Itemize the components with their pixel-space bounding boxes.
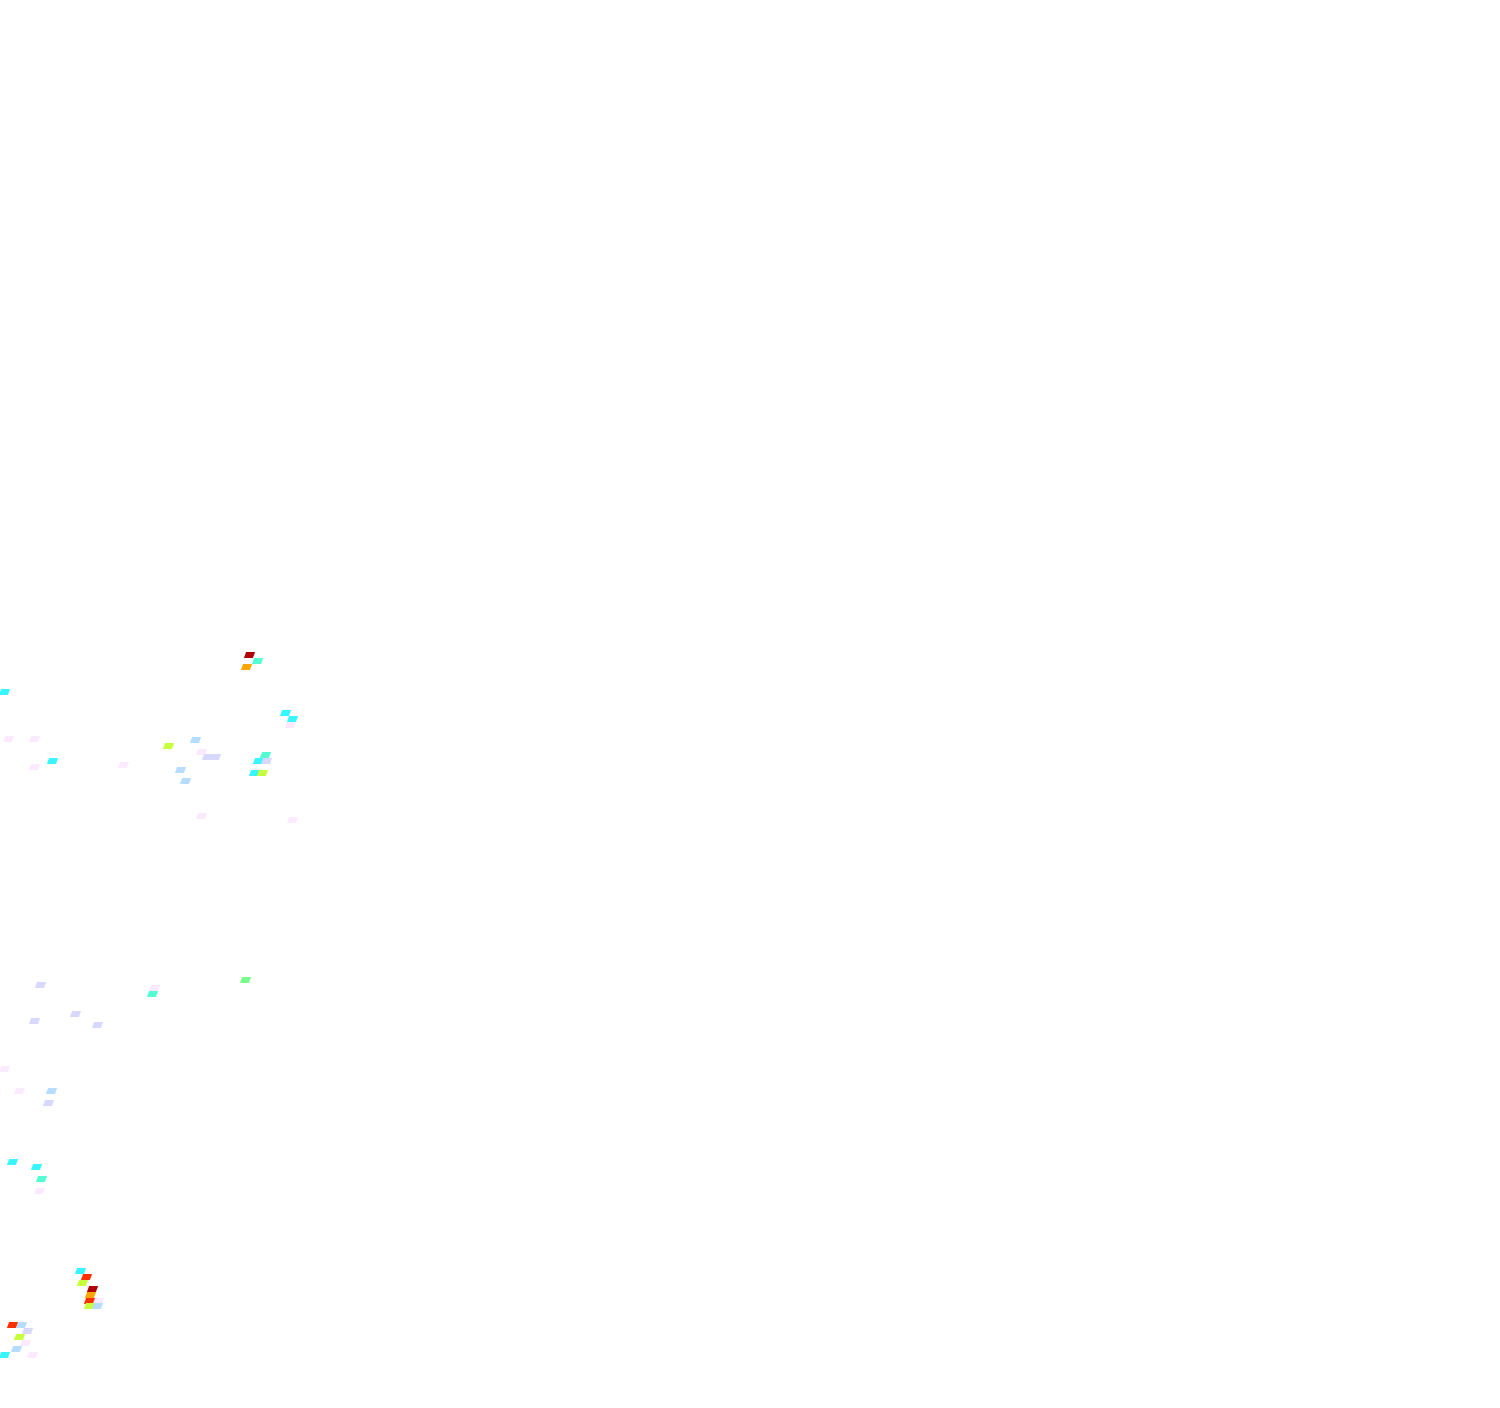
map-data-cell bbox=[286, 817, 299, 823]
map-data-cell bbox=[34, 982, 47, 988]
map-data-cell bbox=[91, 1303, 104, 1309]
map-data-cell bbox=[76, 1280, 89, 1286]
map-data-cell bbox=[251, 658, 264, 664]
map-data-cell bbox=[256, 770, 269, 776]
map-data-cell bbox=[209, 754, 222, 760]
map-data-cell bbox=[28, 764, 41, 770]
map-data-cell bbox=[42, 1100, 55, 1106]
map-data-cell bbox=[45, 1088, 58, 1094]
map-data-cell bbox=[6, 1159, 19, 1165]
map-data-cell bbox=[239, 977, 252, 983]
map-data-cell bbox=[146, 991, 159, 997]
map-data-cell bbox=[46, 758, 59, 764]
map-data-cell bbox=[260, 758, 273, 764]
map-data-cell bbox=[189, 737, 202, 743]
map-data-cell bbox=[69, 1011, 82, 1017]
map-data-cell bbox=[10, 1346, 23, 1352]
map-data-cell bbox=[0, 1352, 11, 1358]
map-data-cell bbox=[284, 722, 297, 728]
map-data-cell bbox=[162, 743, 175, 749]
map-data-cell bbox=[2, 736, 15, 742]
map-data-cell bbox=[28, 1018, 41, 1024]
map-data-cell bbox=[91, 1022, 104, 1028]
map-data-cell bbox=[0, 689, 11, 695]
map-data-cell bbox=[35, 1176, 48, 1182]
map-data-cell bbox=[179, 778, 192, 784]
map-data-cell bbox=[117, 762, 130, 768]
map-data-cell bbox=[240, 664, 253, 670]
map-data-cell bbox=[26, 1352, 39, 1358]
map-data-cell bbox=[0, 1066, 11, 1072]
map-data-cell bbox=[174, 767, 187, 773]
map-data-cell bbox=[195, 813, 208, 819]
map-data-cell bbox=[30, 1164, 43, 1170]
map-data-cell bbox=[28, 736, 41, 742]
map-data-cell bbox=[13, 1088, 26, 1094]
map-data-cell bbox=[33, 1188, 46, 1194]
